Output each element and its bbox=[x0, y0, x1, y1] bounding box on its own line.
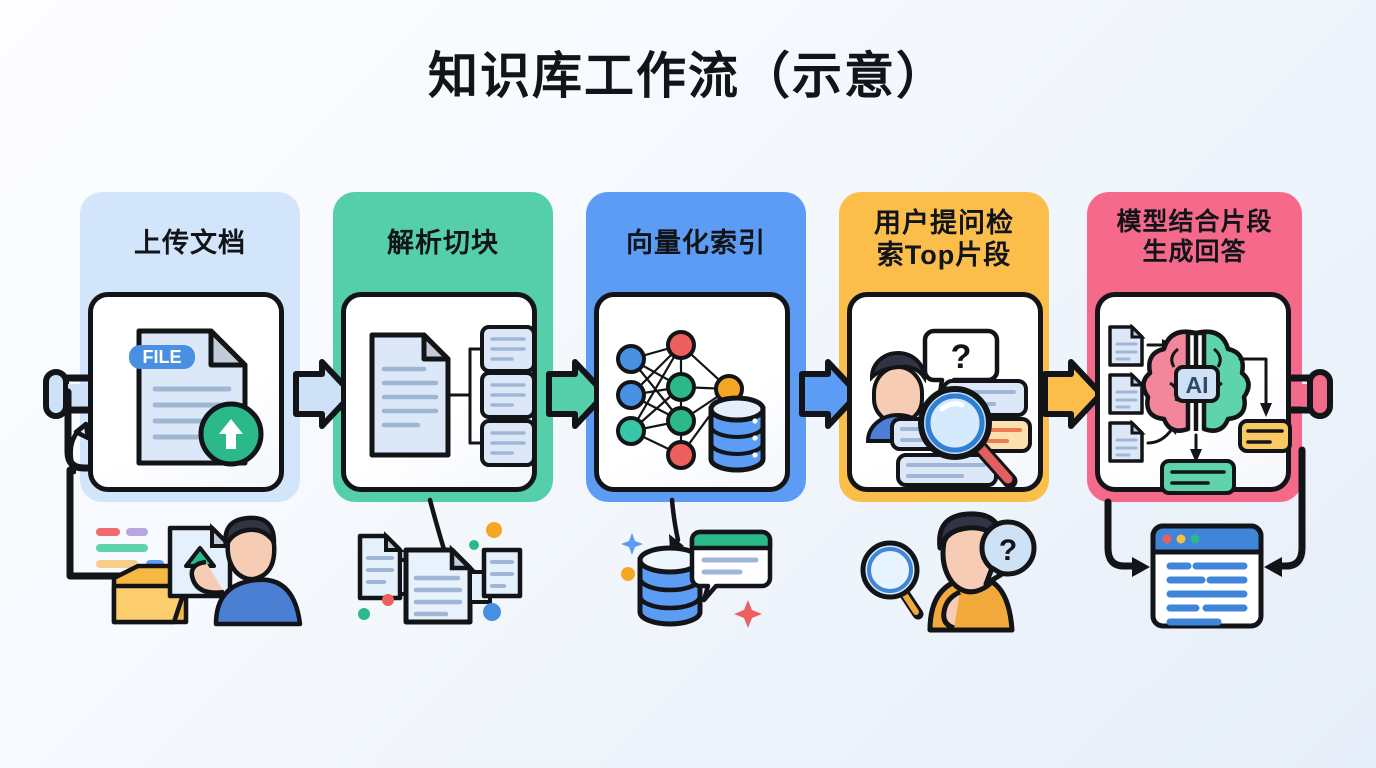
stage-icon-card-upload: FILE bbox=[88, 292, 284, 492]
question-bubble-icon: ? bbox=[922, 328, 1000, 396]
database-answer-card-icon bbox=[621, 529, 773, 628]
thinking-person-magnifier-icon: ? bbox=[860, 511, 1037, 633]
ai-brain-answer-icon: AI bbox=[1108, 323, 1292, 495]
file-upload-icon: FILE bbox=[129, 328, 264, 467]
stage-title-generate: 模型结合片段 生成回答 bbox=[1087, 208, 1302, 267]
document-split-chunks-icon bbox=[369, 325, 536, 467]
browser-answer-window-icon bbox=[1150, 523, 1264, 629]
stage-icon-card-parse bbox=[341, 292, 537, 492]
question-bubble-small-icon: ? bbox=[979, 519, 1037, 587]
arrow-retrieve-to-generate bbox=[1042, 359, 1104, 429]
database-cylinder-icon bbox=[708, 395, 766, 473]
stage-title-line: 用户提问检 bbox=[874, 208, 1014, 238]
stage-title-line: 解析切块 bbox=[387, 228, 499, 258]
stage-title-line: 模型结合片段 bbox=[1116, 208, 1273, 236]
svg-text:?: ? bbox=[999, 534, 1017, 567]
magnifier-icon bbox=[918, 386, 1018, 489]
stage-icon-card-generate: AI bbox=[1095, 292, 1292, 495]
brain-icon: AI bbox=[1141, 329, 1251, 433]
answer-card-orange bbox=[1238, 419, 1292, 453]
person-uploading-folder-icon bbox=[96, 515, 303, 627]
arrow-upload-to-parse bbox=[293, 359, 355, 429]
neural-network-database-icon bbox=[616, 330, 766, 473]
page-title: 知识库工作流（示意） bbox=[428, 48, 948, 104]
arrow-index-to-retrieve bbox=[799, 359, 861, 429]
magnifier-small-icon bbox=[860, 540, 924, 620]
user-question-search-icon: ? bbox=[865, 328, 1032, 489]
stage-title-line: 索Top片段 bbox=[876, 239, 1012, 270]
person-figure bbox=[189, 515, 303, 627]
stage-title-parse: 解析切块 bbox=[333, 228, 553, 260]
ai-badge-text: AI bbox=[1186, 372, 1209, 398]
stage-icon-card-index bbox=[594, 292, 790, 492]
document-fragments-icon bbox=[357, 522, 523, 625]
stage-title-line: 生成回答 bbox=[1142, 237, 1247, 266]
svg-text:?: ? bbox=[951, 338, 972, 376]
arrow-parse-to-index bbox=[546, 359, 608, 429]
caption-arrow-generate bbox=[1104, 446, 1306, 577]
stage-title-retrieve: 用户提问检 索Top片段 bbox=[839, 208, 1049, 272]
stage-title-line: 向量化索引 bbox=[626, 228, 766, 258]
input-documents bbox=[1108, 323, 1178, 463]
stage-icon-card-retrieve: ? bbox=[847, 292, 1043, 492]
answer-card-green bbox=[1160, 459, 1236, 495]
stage-title-index: 向量化索引 bbox=[586, 228, 806, 260]
stage-title-line: 上传文档 bbox=[134, 228, 246, 258]
stage-title-upload: 上传文档 bbox=[80, 228, 300, 260]
file-badge-text: FILE bbox=[143, 347, 182, 367]
